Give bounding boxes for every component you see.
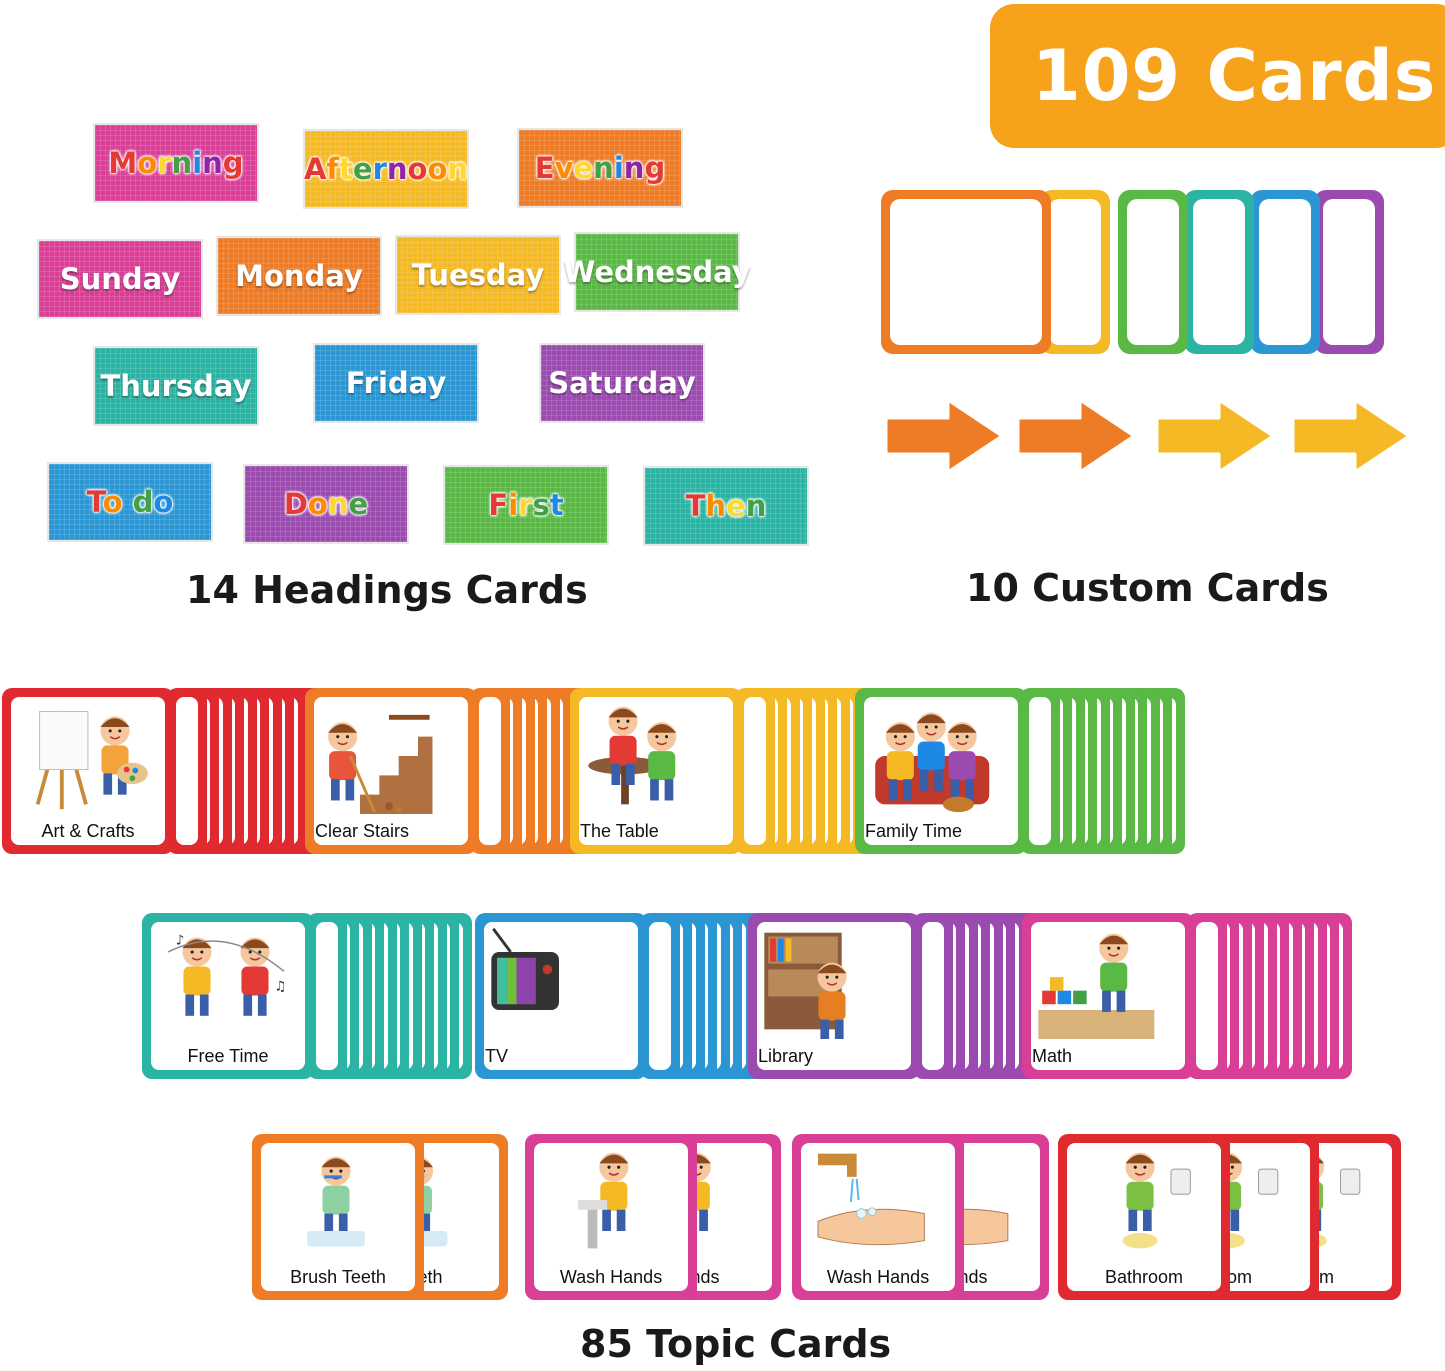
topic-card-front: Wash Hands (792, 1134, 964, 1300)
topic-card-front: Library (748, 913, 920, 1079)
headings-caption: 14 Headings Cards (186, 568, 588, 612)
heading-card-to-do: To do (47, 462, 213, 542)
heading-card-label: Morning (108, 146, 244, 180)
heading-card-saturday: Saturday (539, 343, 705, 423)
topic-card-front: TV (475, 913, 647, 1079)
topic-card-label: Wash Hands (559, 1267, 663, 1287)
topic-card-label: Wash Hands (826, 1267, 930, 1287)
topic-card-front: Clear Stairs (305, 688, 477, 854)
heading-card-then: Then (643, 466, 809, 546)
sweeping-stairs-illustration (328, 714, 433, 814)
television-illustration (491, 927, 559, 1010)
card-count-text: 109 Cards (1032, 35, 1437, 117)
arrow-right-icon (1016, 398, 1136, 474)
topic-card-label: Library (758, 1046, 814, 1066)
topic-card-front: Math (1022, 913, 1194, 1079)
topic-card-label: Art & Crafts (41, 821, 135, 841)
topic-card-front: Brush Teeth (252, 1134, 424, 1300)
heading-card-label: Afternoon (303, 152, 469, 186)
heading-card-label: Evening (534, 151, 666, 185)
topic-card-label: Math (1032, 1046, 1073, 1066)
kids-dancing-illustration: ♪♫ (167, 932, 286, 1016)
heading-card-label: Wednesday (563, 255, 751, 289)
easel-painter-illustration (35, 710, 148, 810)
topic-caption: 85 Topic Cards (580, 1322, 892, 1366)
topic-card-front: Family Time (855, 688, 1027, 854)
heading-card-first: First (443, 465, 609, 545)
boy-brushing-illustration (307, 1156, 365, 1247)
arrow-right-icon (884, 398, 1004, 474)
heading-card-evening: Evening (517, 128, 683, 208)
boy-sink-illustration (578, 1152, 629, 1249)
svg-text:♪: ♪ (176, 932, 185, 948)
heading-card-label: Monday (235, 259, 363, 293)
topic-card-front: Art & Crafts (2, 688, 174, 854)
topic-card-front: ♪♫Free Time (142, 913, 314, 1079)
heading-card-wednesday: Wednesday (563, 232, 751, 312)
custom-blank-card (1314, 190, 1384, 354)
topic-card-label: Clear Stairs (315, 821, 410, 841)
heading-card-label: Sunday (59, 262, 181, 296)
boy-toilet-illustration (1122, 1152, 1191, 1249)
heading-card-label: First (488, 488, 564, 522)
heading-card-afternoon: Afternoon (303, 129, 469, 209)
topic-card-label: The Table (580, 821, 659, 841)
heading-card-label: Then (685, 489, 767, 523)
heading-card-tuesday: Tuesday (395, 235, 561, 315)
topic-card-front: Bathroom (1058, 1134, 1230, 1300)
blocks-kid-illustration (1038, 933, 1155, 1039)
heading-card-monday: Monday (216, 236, 382, 316)
custom-blank-card (881, 190, 1051, 354)
topic-card-label: Free Time (187, 1046, 269, 1066)
family-sofa-illustration (875, 712, 990, 813)
custom-blank-card (1040, 190, 1110, 354)
heading-card-morning: Morning (93, 123, 259, 203)
heading-card-label: Saturday (548, 366, 696, 400)
arrow-right-icon (1291, 398, 1411, 474)
custom-caption: 10 Custom Cards (966, 566, 1329, 610)
custom-blank-card (1118, 190, 1188, 354)
setting-table-illustration (588, 706, 677, 805)
bookshelf-reader-illustration (764, 932, 847, 1039)
card-count-badge: 109 Cards (990, 4, 1445, 148)
svg-text:♫: ♫ (274, 979, 286, 995)
topic-card-label: Family Time (865, 821, 963, 841)
topic-card-front: Wash Hands (525, 1134, 697, 1300)
topic-card-label: TV (485, 1046, 509, 1066)
heading-card-label: Done (283, 487, 369, 521)
hands-faucet-illustration (817, 1153, 925, 1246)
heading-card-label: Tuesday (411, 258, 545, 292)
custom-blank-card (1184, 190, 1254, 354)
heading-card-sunday: Sunday (37, 239, 203, 319)
topic-card-label: Brush Teeth (290, 1267, 386, 1287)
heading-card-thursday: Thursday (93, 346, 259, 426)
topic-card-label: Bathroom (1104, 1267, 1184, 1287)
heading-card-friday: Friday (313, 343, 479, 423)
arrow-right-icon (1155, 398, 1275, 474)
heading-card-label: Thursday (100, 369, 252, 403)
heading-card-label: Friday (345, 366, 447, 400)
heading-card-label: To do (86, 485, 174, 519)
heading-card-done: Done (243, 464, 409, 544)
topic-card-front: The Table (570, 688, 742, 854)
custom-blank-card (1250, 190, 1320, 354)
